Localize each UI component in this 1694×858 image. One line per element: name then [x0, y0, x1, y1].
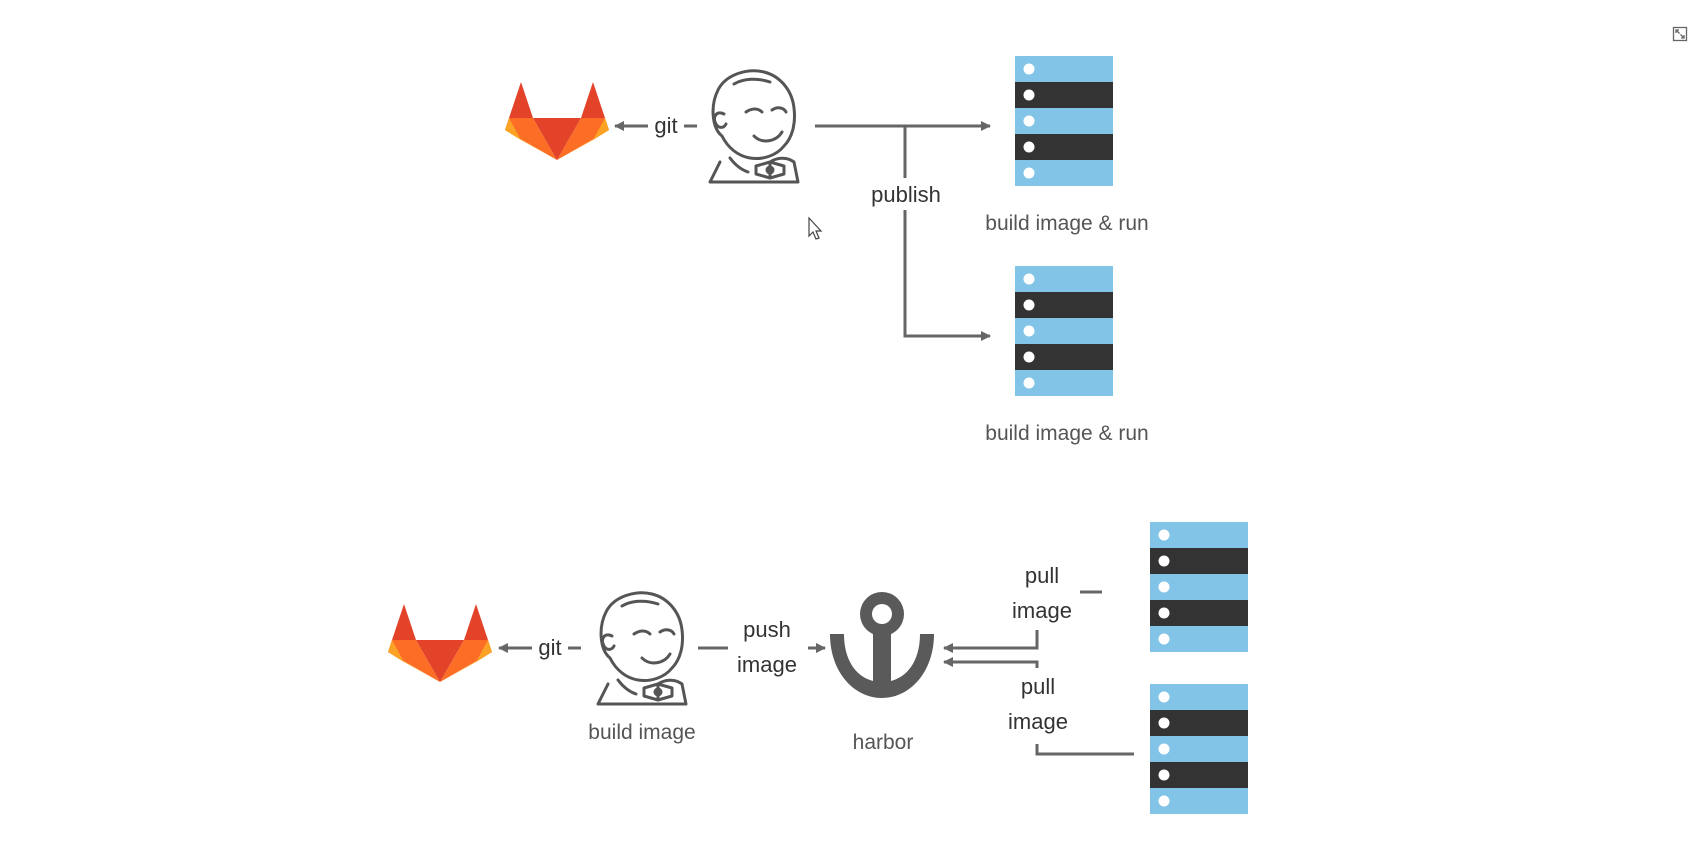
- expand-icon[interactable]: [1672, 26, 1688, 42]
- publish-label: publish: [871, 182, 941, 207]
- server-rack-top-2: [1015, 266, 1113, 396]
- jenkins-caption: build image: [588, 721, 695, 744]
- gitlab-logo-top: [505, 82, 609, 160]
- pull1-label-line2: image: [1012, 598, 1072, 623]
- publish-arrow-server2: [903, 126, 991, 341]
- server-rack-bottom-1: [1150, 522, 1248, 652]
- git-label-top: git: [654, 113, 677, 138]
- push-label-line1: push: [743, 617, 791, 642]
- git-label-bottom: git: [538, 635, 561, 660]
- harbor-anchor-icon: [830, 592, 934, 698]
- pull2-label-line2: image: [1008, 709, 1068, 734]
- pull2-label-line1: pull: [1021, 674, 1055, 699]
- gitlab-logo-bottom: [388, 604, 492, 682]
- server-rack-top-1: [1015, 56, 1113, 186]
- push-label-line2: image: [737, 652, 797, 677]
- server1-caption: build image & run: [985, 212, 1148, 235]
- pull1-label-line1: pull: [1025, 563, 1059, 588]
- jenkins-butler-bottom: [596, 591, 688, 706]
- jenkins-butler-top: [708, 69, 800, 184]
- server-rack-bottom-2: [1150, 684, 1248, 814]
- server2-caption: build image & run: [985, 422, 1148, 445]
- harbor-caption: harbor: [853, 731, 914, 754]
- mouse-cursor-icon: [808, 216, 823, 240]
